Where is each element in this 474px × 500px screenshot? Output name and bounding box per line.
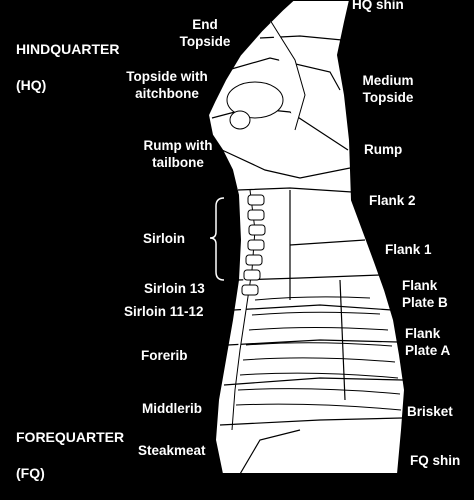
cut-label-forerib: Forerib: [141, 348, 188, 363]
cut-label-hq-shin: HQ shin: [352, 0, 404, 12]
cut-label-sirloin-11-12: Sirloin 11-12: [124, 304, 204, 319]
cut-label-flank-plate-a: Flank Plate A: [405, 326, 451, 358]
forerib-line: [227, 339, 399, 346]
vertebra: [247, 194, 265, 206]
vertebrae: [241, 194, 266, 296]
cut-label-rump-tailbone: Rump with tailbone: [143, 138, 213, 170]
sirloin1112-line: [233, 304, 393, 311]
vertebra: [248, 224, 266, 236]
rib: [242, 357, 396, 363]
rib: [251, 311, 381, 316]
vertebra: [245, 254, 263, 266]
cut-label-steakmeat: Steakmeat: [138, 443, 206, 458]
rib: [237, 388, 401, 395]
cut-label-medium-topside: Medium Topside: [362, 73, 414, 105]
cut-label-flank-2: Flank 2: [369, 193, 416, 208]
cut-label-flank-1: Flank 1: [385, 242, 432, 257]
brisket-line: [219, 417, 403, 426]
cut-label-brisket: Brisket: [407, 404, 453, 419]
cut-label-fq-shin: FQ shin: [410, 453, 461, 468]
rib: [254, 296, 371, 301]
cut-label-flank-plate-b: Flank Plate B: [402, 278, 448, 310]
ribs: [235, 296, 402, 411]
sirloin-bracket: [209, 197, 225, 281]
cut-boundaries: [211, 35, 404, 474]
cut-label-sirloin-13: Sirloin 13: [144, 281, 205, 296]
middlerib-line: [223, 377, 404, 386]
cut-label-sirloin: Sirloin: [143, 231, 186, 246]
forequarter-label: FOREQUARTER (FQ): [16, 410, 124, 500]
hindquarter-label: HINDQUARTER (HQ): [16, 22, 119, 112]
vertebra: [247, 209, 265, 221]
rib: [245, 342, 393, 347]
rib: [248, 327, 389, 331]
carcass-outline: [206, 0, 407, 474]
femur: [269, 19, 306, 131]
topside-line: [227, 57, 341, 91]
plate-divider: [339, 279, 346, 401]
sirloin-top-line: [237, 187, 353, 193]
carcass-diagram: [206, 0, 407, 474]
rib: [235, 403, 402, 411]
rib: [239, 372, 399, 379]
cut-label-middlerib: Middlerib: [142, 401, 202, 416]
vertebra: [243, 269, 261, 281]
hq-shin-line: [259, 35, 343, 41]
hip-joint: [229, 110, 251, 130]
flank1-line: [289, 239, 366, 246]
cut-label-end-topside: End Topside: [179, 17, 231, 49]
vertebra: [247, 239, 265, 251]
forequarter-name: FOREQUARTER: [16, 429, 125, 445]
cut-label-rump: Rump: [364, 142, 403, 157]
rump-line: [221, 149, 351, 179]
steakmeat-line: [239, 429, 301, 474]
vertebra: [241, 284, 259, 296]
pelvis: [226, 81, 284, 119]
hindquarter-name: HINDQUARTER: [16, 41, 120, 57]
forequarter-abbr: (FQ): [16, 465, 45, 481]
cut-label-topside-aitchbone: Topside with aitchbone: [126, 69, 208, 101]
hindquarter-abbr: (HQ): [16, 77, 47, 93]
